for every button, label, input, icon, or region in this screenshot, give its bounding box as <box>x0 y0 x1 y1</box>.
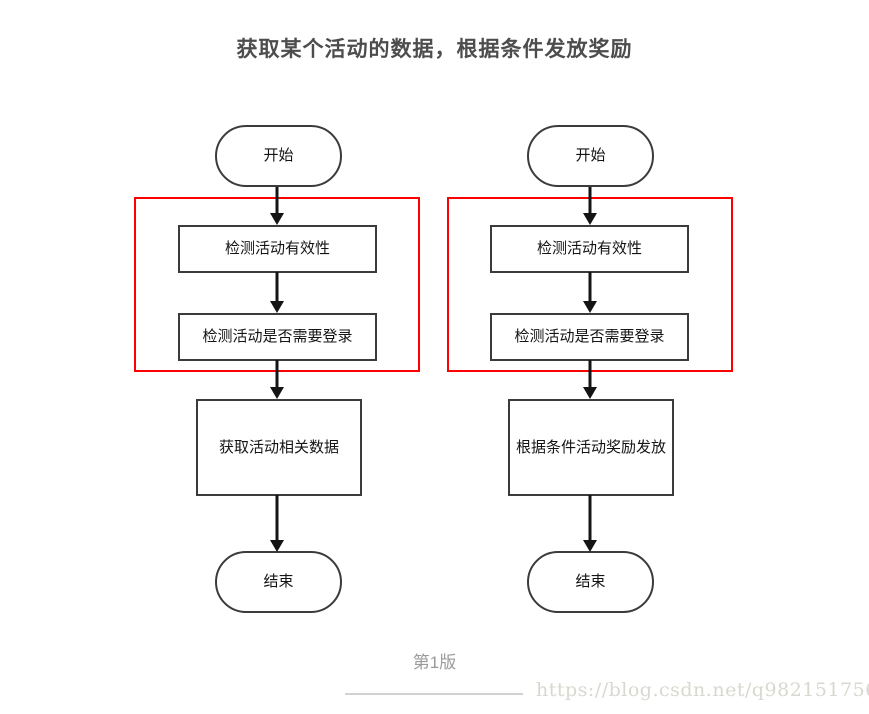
arrow-down-icon <box>583 187 597 225</box>
left-process-check-validity: 检测活动有效性 <box>178 225 377 273</box>
arrow-head-icon <box>270 301 284 313</box>
arrow-shaft <box>275 187 279 216</box>
left-process-get-data: 获取活动相关数据 <box>196 399 362 496</box>
arrow-head-icon <box>583 213 597 225</box>
version-caption: 第1版 <box>412 653 457 672</box>
arrow-head-icon <box>270 387 284 399</box>
right-start-terminator: 开始 <box>527 125 654 187</box>
arrow-head-icon <box>583 387 597 399</box>
left-process-check-login: 检测活动是否需要登录 <box>178 313 377 361</box>
arrow-down-icon <box>583 272 597 313</box>
left-end-terminator: 结束 <box>215 551 342 613</box>
right-process-grant-reward: 根据条件活动奖励发放 <box>508 399 674 496</box>
watermark-url: https://blog.csdn.net/q982151756 <box>536 679 869 701</box>
arrow-down-icon <box>270 495 284 552</box>
arrow-shaft <box>275 495 279 543</box>
left-start-terminator: 开始 <box>215 125 342 187</box>
arrow-down-icon <box>583 495 597 552</box>
arrow-down-icon <box>270 272 284 313</box>
arrow-shaft <box>588 360 592 390</box>
arrow-down-icon <box>270 360 284 399</box>
right-process-check-login: 检测活动是否需要登录 <box>490 313 689 361</box>
arrow-down-icon <box>583 360 597 399</box>
arrow-shaft <box>588 495 592 543</box>
diagram-title: 获取某个活动的数据，根据条件发放奖励 <box>236 37 633 61</box>
arrow-shaft <box>275 272 279 304</box>
arrow-down-icon <box>270 187 284 225</box>
arrow-head-icon <box>270 540 284 552</box>
arrow-shaft <box>588 272 592 304</box>
right-end-terminator: 结束 <box>527 551 654 613</box>
right-process-check-validity: 检测活动有效性 <box>490 225 689 273</box>
arrow-shaft <box>588 187 592 216</box>
arrow-head-icon <box>270 213 284 225</box>
arrow-shaft <box>275 360 279 390</box>
watermark-divider <box>345 693 523 695</box>
arrow-head-icon <box>583 540 597 552</box>
arrow-head-icon <box>583 301 597 313</box>
